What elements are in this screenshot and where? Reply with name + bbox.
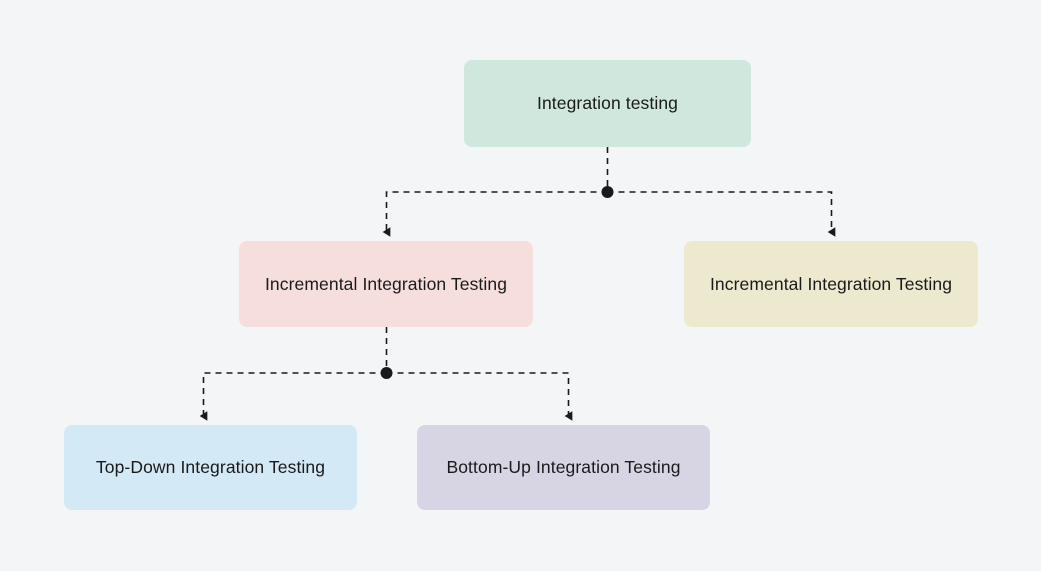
edge-root-to-incremental-left: [382, 191, 608, 237]
node-top-down-integration-testing[interactable]: Top-Down Integration Testing: [64, 425, 357, 510]
edge-incremental-to-bottom-up: [386, 372, 573, 421]
node-label-incremental-integration-testing-left: Incremental Integration Testing: [264, 273, 508, 294]
node-bottom-up-integration-testing[interactable]: Bottom-Up Integration Testing: [417, 425, 710, 510]
node-label-bottom-up-integration-testing: Bottom-Up Integration Testing: [446, 457, 681, 477]
node-label-integration-testing: Integration testing: [536, 93, 679, 113]
node-label-incremental-integration-testing-right: Incremental Integration Testing: [709, 273, 953, 294]
edge-incremental-to-top-down: [199, 372, 387, 421]
node-integration-testing[interactable]: Integration testing: [464, 60, 751, 147]
edge-root-to-incremental-right: [607, 191, 836, 237]
node-incremental-integration-testing-right[interactable]: Incremental Integration Testing: [684, 241, 978, 327]
node-label-top-down-integration-testing: Top-Down Integration Testing: [95, 457, 326, 477]
junction-dot-top: [601, 186, 614, 198]
node-incremental-integration-testing-left[interactable]: Incremental Integration Testing: [239, 241, 533, 327]
junction-dot-middle: [380, 367, 393, 379]
